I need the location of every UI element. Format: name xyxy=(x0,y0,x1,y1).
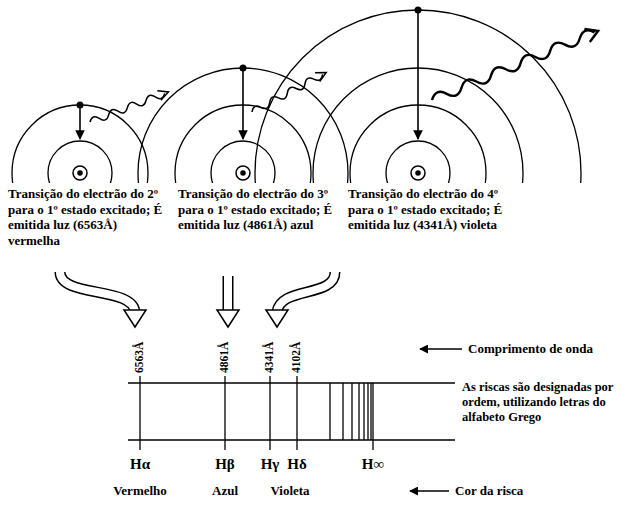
spectral-line xyxy=(269,383,270,440)
spectral-line xyxy=(370,383,371,440)
photon-arrowhead xyxy=(584,24,600,42)
transition-arrow xyxy=(417,13,419,139)
note-text: As riscas são designadas por ordem, util… xyxy=(462,380,620,425)
transition-caption: Transição do electrão do 4º para o 1º es… xyxy=(348,186,510,233)
photon-wave xyxy=(429,24,601,106)
line-name: Hα xyxy=(130,455,150,473)
orbit xyxy=(48,141,112,183)
nucleus xyxy=(73,166,87,180)
transition-arrow xyxy=(242,71,244,139)
pointer-arrows xyxy=(410,349,462,491)
nucleus-dot xyxy=(241,171,245,175)
photon-arrowhead xyxy=(315,68,329,82)
electron-group xyxy=(77,7,422,109)
spectrum xyxy=(128,376,455,450)
hollow-arrow xyxy=(223,276,234,312)
photon-wave xyxy=(89,90,166,125)
spectral-line xyxy=(296,383,297,440)
photon-arrowhead xyxy=(157,87,170,100)
spectral-line xyxy=(358,383,359,440)
hollow-arrow xyxy=(60,272,135,312)
tick xyxy=(296,376,297,383)
nucleus-dot xyxy=(78,171,82,175)
tick xyxy=(296,440,297,450)
spectrum-border xyxy=(128,382,455,383)
line-name: Hγ xyxy=(261,455,280,473)
nucleus-dot xyxy=(416,171,420,175)
hollow-arrowheads xyxy=(124,310,288,327)
spectral-line xyxy=(372,383,373,440)
tick xyxy=(269,440,270,450)
wavelength-label: 4102Å xyxy=(290,342,304,373)
pointer-arrow xyxy=(410,490,449,492)
wavelength-label: 6563Å xyxy=(133,342,147,373)
electron xyxy=(77,102,84,109)
spectral-line xyxy=(139,383,140,440)
hollow-arrow-fill xyxy=(60,272,135,312)
tick xyxy=(224,440,225,450)
color-name: Vermelho xyxy=(113,483,167,499)
tick xyxy=(269,376,270,383)
transition-arrow xyxy=(79,108,81,139)
orbit xyxy=(255,10,581,183)
transition-arrows xyxy=(80,13,418,139)
line-name: Hβ xyxy=(215,455,235,473)
hollow-arrow xyxy=(277,272,335,312)
spectral-line xyxy=(342,383,343,440)
orbit xyxy=(12,105,148,183)
axis-caption: Cor da risca xyxy=(455,483,523,499)
spectrum-border xyxy=(128,439,455,440)
tick xyxy=(139,376,140,383)
spectral-line xyxy=(363,383,364,440)
color-name: Violeta xyxy=(270,483,309,499)
line-name: H∞ xyxy=(362,455,384,473)
nucleus xyxy=(411,166,425,180)
tick xyxy=(372,440,373,450)
wavelength-label: 4861Å xyxy=(218,342,232,373)
orbit xyxy=(211,141,275,183)
photon-wave xyxy=(430,28,596,105)
electron xyxy=(240,65,247,72)
photon-wave xyxy=(88,87,170,126)
hollow-arrow-fill xyxy=(277,272,335,312)
wavelength-label: 4341Å xyxy=(263,342,277,373)
photon-wave xyxy=(250,71,324,115)
electron xyxy=(415,7,422,14)
nucleus-group xyxy=(73,166,425,180)
orbit xyxy=(138,68,348,183)
hollow-arrowhead xyxy=(124,310,146,327)
spectral-line xyxy=(367,383,368,440)
color-name: Azul xyxy=(212,483,238,499)
orbit-group xyxy=(12,10,581,183)
tick xyxy=(139,440,140,450)
photon-wave xyxy=(250,68,329,116)
hollow-arrows xyxy=(60,272,335,312)
spectral-line xyxy=(224,383,225,440)
line-name: Hδ xyxy=(287,455,306,473)
hollow-arrowhead xyxy=(217,310,239,327)
axis-caption: Comprimento de onda xyxy=(468,341,593,357)
spectral-line xyxy=(329,383,330,440)
transition-caption: Transição do electrão do 2º para o 1º es… xyxy=(8,186,170,248)
nucleus xyxy=(236,166,250,180)
pointer-arrow xyxy=(420,348,462,350)
hollow-arrowhead xyxy=(266,310,288,327)
hollow-arrow-fill xyxy=(224,276,232,312)
transition-caption: Transição do electrão do 3º para o 1º es… xyxy=(178,186,340,233)
spectral-line xyxy=(351,383,352,440)
tick xyxy=(224,376,225,383)
orbit xyxy=(386,141,450,183)
